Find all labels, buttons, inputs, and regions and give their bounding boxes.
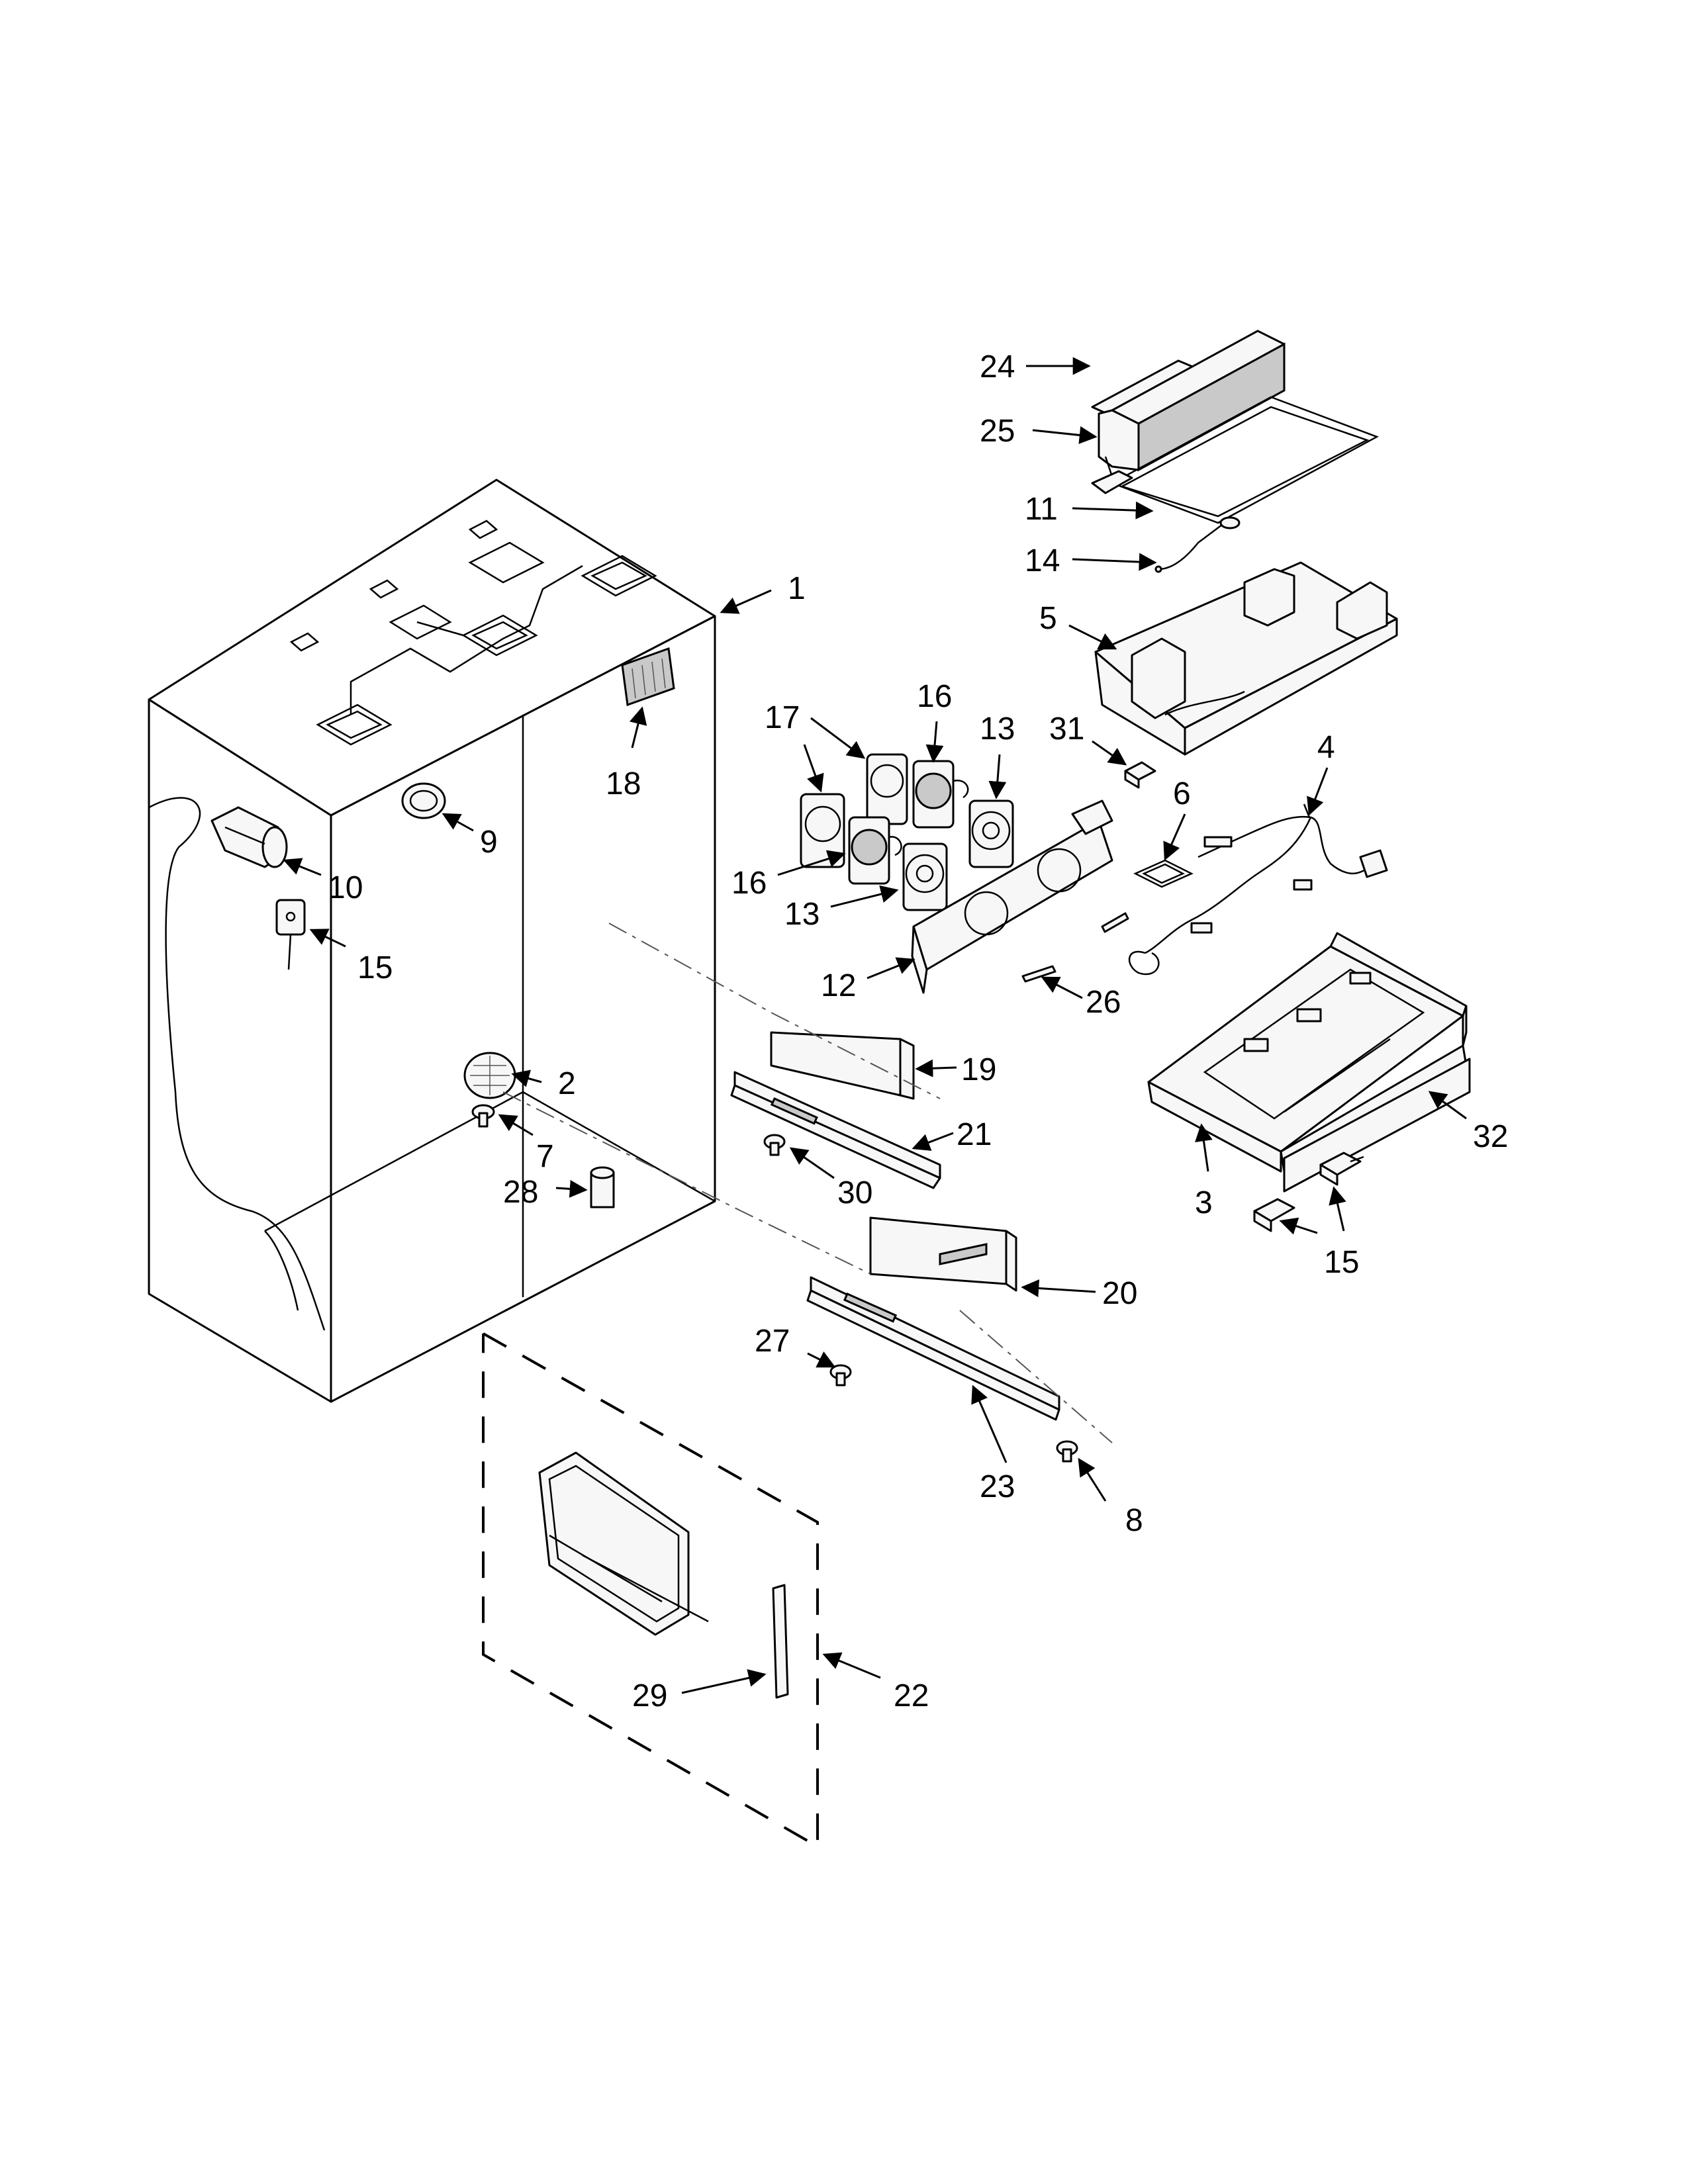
part-4-harness: [1128, 803, 1388, 976]
part-15-sensor-left: [275, 899, 306, 970]
part-19-bracket: [770, 1031, 915, 1100]
part-10-damper: [211, 806, 288, 868]
part-13-fan-blade-b: [902, 842, 948, 911]
part-22-drawer-frame: [538, 1451, 709, 1636]
callout-10: 10: [328, 870, 363, 905]
part-14-wire: [1154, 516, 1241, 573]
part-13-fan-blade-a: [968, 799, 1014, 868]
callout-4: 4: [1317, 730, 1335, 765]
callout-20: 20: [1102, 1276, 1137, 1311]
part-23-slide-rail: [806, 1276, 1060, 1421]
part-15-sensors-right: [1253, 1152, 1364, 1232]
callout-30: 30: [837, 1175, 872, 1210]
callout-2: 2: [558, 1066, 576, 1101]
callout-15-left: 15: [357, 950, 393, 985]
cabinet-top-features: [289, 520, 657, 746]
part-28-cylinder: [590, 1166, 615, 1208]
callout-8: 8: [1125, 1503, 1143, 1538]
callout-11: 11: [1025, 492, 1058, 527]
part-30-screw: [763, 1134, 786, 1156]
cabinet-liner: [148, 478, 716, 1403]
callout-21: 21: [957, 1117, 992, 1152]
part-18-vent: [621, 647, 675, 707]
callout-18: 18: [606, 766, 641, 801]
part-21-slide-rail: [730, 1071, 941, 1189]
callout-25: 25: [980, 414, 1015, 449]
part-5-drain-pan: [1094, 561, 1398, 756]
callout-6: 6: [1173, 776, 1191, 811]
part-12-fan-housing: [911, 799, 1113, 994]
callout-27: 27: [755, 1324, 790, 1359]
part-6-seal: [1133, 859, 1194, 888]
part-32-control-housing: [1147, 932, 1468, 1153]
part-20-bracket: [869, 1216, 1017, 1292]
part-16-fan-motor-a: [912, 760, 969, 829]
callout-7: 7: [536, 1139, 554, 1174]
callout-17: 17: [765, 700, 800, 735]
callout-32: 32: [1473, 1119, 1508, 1154]
callout-24: 24: [980, 349, 1015, 385]
part-16-fan-motor-b: [848, 816, 902, 885]
part-17-fan-shroud-a: [800, 793, 845, 868]
part-31-clip: [1124, 761, 1156, 789]
callout-12: 12: [821, 968, 856, 1003]
callout-5: 5: [1039, 601, 1057, 636]
callout-9: 9: [480, 825, 498, 860]
part-2-grille: [463, 1052, 516, 1099]
part-3-panel: [1147, 1044, 1471, 1193]
callout-31: 31: [1049, 711, 1084, 747]
callout-26: 26: [1086, 985, 1121, 1020]
part-29-rail-insert: [772, 1584, 789, 1699]
callout-13-top: 13: [980, 711, 1015, 747]
part-9-grommet: [401, 782, 446, 819]
callout-23: 23: [980, 1469, 1015, 1504]
callout-1: 1: [788, 571, 806, 606]
callout-19: 19: [961, 1052, 996, 1087]
part-8-screw: [1056, 1440, 1078, 1463]
callout-14: 14: [1025, 543, 1060, 578]
callout-29: 29: [632, 1678, 667, 1713]
callout-28: 28: [503, 1175, 538, 1210]
part-17-fan-shroud-b: [866, 753, 908, 825]
part-26-rods: [1021, 912, 1129, 983]
callout-15-right: 15: [1324, 1245, 1359, 1280]
part-7-screw: [471, 1104, 495, 1128]
alignment-lines: [502, 923, 1113, 1443]
part-27-screw: [829, 1364, 852, 1387]
callout-3: 3: [1195, 1185, 1213, 1220]
callout-13-bottom: 13: [784, 897, 820, 932]
part-25-evaporator: [1098, 330, 1286, 481]
callout-16-top: 16: [917, 679, 952, 714]
part-11-heater: [1091, 396, 1380, 524]
callout-16-bottom: 16: [731, 866, 767, 901]
callout-22: 22: [894, 1678, 929, 1713]
